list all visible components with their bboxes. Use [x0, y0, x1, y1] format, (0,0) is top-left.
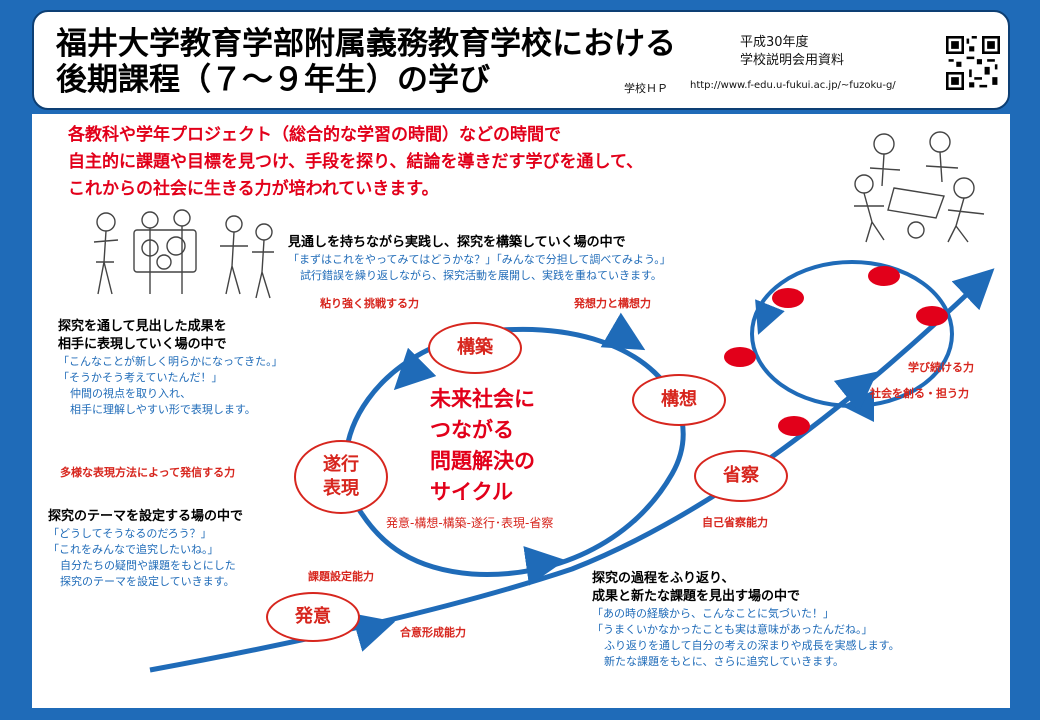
cycle-sub-text: 発意-構想-構築-遂行･表現-省察: [386, 516, 554, 530]
meta-doc: 学校説明会用資料: [740, 53, 845, 68]
node-seisatsu-label: 省察: [723, 465, 759, 486]
page-title: 福井大学教育学部附属義務教育学校における 後期課程（７～９年生）の学び: [56, 26, 676, 98]
block-theme-body-2: 探究のテーマを設定していきます。: [60, 575, 235, 588]
block-hyougen-quote-1: 「こんなことが新しく明らかになってきた。」: [58, 355, 283, 368]
ability-kadai: 課題設定能力: [308, 570, 374, 583]
block-seisatsu-body-1: ふり返りを通して自分の考えの深まりや成長を実感します。: [604, 639, 900, 652]
lead-line-2: 自主的に課題や目標を見つけ、手段を探り、結論を導きだす学びを通して、: [68, 152, 644, 172]
small-loop-dot: [724, 347, 756, 367]
block-theme: 探究のテーマを設定する場の中で 「どうしてそうなるのだろう？」 「これをみんなで…: [48, 508, 243, 590]
block-seisatsu: 探究の過程をふり返り、 成果と新たな課題を見出す場の中で 「あの時の経験から、こ…: [592, 570, 900, 670]
lead-line-3: これからの社会に生きる力が培われていきます。: [68, 179, 439, 199]
block-kouchiku-heading: 見通しを持ちながら実践し、探究を構築していく場の中で: [288, 235, 626, 250]
main-panel: 各教科や学年プロジェクト（総合的な学習の時間）などの時間で 自主的に課題や目標を…: [32, 114, 1010, 708]
node-suikou-hyougen: 遂行 表現: [294, 440, 388, 514]
cycle-diagram: [149, 260, 995, 673]
block-seisatsu-quote-1: 「あの時の経験から、こんなことに気づいた！」: [592, 607, 834, 620]
center-line-1: 未来社会に: [430, 387, 535, 411]
title-line-1: 福井大学教育学部附属義務教育学校における: [56, 26, 676, 62]
title-line-2: 後期課程（７～９年生）の学び: [56, 62, 490, 98]
node-suikou-label: 遂行: [323, 454, 359, 475]
students-presenting-illustration: [93, 209, 274, 299]
lead-line-1: 各教科や学年プロジェクト（総合的な学習の時間）などの時間で: [68, 125, 561, 145]
node-kouchiku-label: 構築: [457, 337, 493, 358]
ability-nebari: 粘り強く挑戦する力: [320, 297, 419, 310]
qr-code-icon[interactable]: [946, 36, 1000, 90]
center-line-4: サイクル: [430, 480, 513, 504]
node-hyougen-label: 表現: [323, 478, 359, 499]
students-discussing-illustration: [854, 131, 985, 243]
ability-tayou: 多様な表現方法によって発信する力: [60, 466, 236, 479]
ability-manabi: 学び続ける力: [908, 361, 974, 374]
block-hyougen-quote-2: 「そうかそう考えていたんだ！」: [58, 371, 223, 384]
block-seisatsu-quote-2: 「うまくいかなかったことも実は意味があったんだね。」: [592, 623, 873, 636]
block-kouchiku-body: 試行錯誤を繰り返しながら、探究活動を展開し、実践を重ねていきます。: [300, 269, 662, 282]
block-hyougen-body-2: 相手に理解しやすい形で表現します。: [70, 403, 256, 416]
node-kousou: 構想: [632, 374, 726, 426]
block-seisatsu-heading-1: 探究の過程をふり返り、: [592, 571, 735, 586]
ability-shakai: 社会を創る・担う力: [870, 387, 969, 400]
block-seisatsu-body-2: 新たな課題をもとに、さらに追究していきます。: [604, 655, 845, 668]
large-cycle-loop: [343, 326, 686, 577]
small-loop-dot: [772, 288, 804, 308]
block-hyougen-heading-1: 探究を通して見出した成果を: [58, 319, 227, 334]
block-theme-quote-2: 「これをみんなで追究したいね。」: [48, 543, 219, 556]
block-hyougen: 探究を通して見出した成果を 相手に表現していく場の中で 「こんなことが新しく明ら…: [58, 318, 283, 418]
block-hyougen-body-1: 仲間の視点を取り入れ、: [70, 387, 192, 400]
block-theme-heading: 探究のテーマを設定する場の中で: [48, 509, 244, 524]
block-theme-quote-1: 「どうしてそうなるのだろう？」: [48, 527, 212, 540]
small-loop-dot: [916, 306, 948, 326]
header-panel: 福井大学教育学部附属義務教育学校における 後期課程（７～９年生）の学び 平成30…: [32, 10, 1010, 110]
meta-year: 平成30年度: [740, 35, 809, 50]
node-hatsui-label: 発意: [295, 606, 331, 627]
node-kousou-label: 構想: [661, 389, 697, 410]
block-seisatsu-heading-2: 成果と新たな課題を見出す場の中で: [592, 589, 801, 604]
small-loop-dot: [868, 266, 900, 286]
hp-url[interactable]: http://www.f-edu.u-fukui.ac.jp/~fuzoku-g…: [690, 80, 896, 91]
hp-label: 学校ＨＰ: [624, 82, 668, 95]
lead-text: 各教科や学年プロジェクト（総合的な学習の時間）などの時間で 自主的に課題や目標を…: [68, 122, 643, 203]
ability-jiko: 自己省察能力: [702, 516, 768, 529]
center-line-3: 問題解決の: [430, 449, 535, 473]
cycle-center-text: 未来社会に つながる 問題解決の サイクル: [430, 384, 535, 508]
small-loop-dot: [778, 416, 810, 436]
block-theme-body-1: 自分たちの疑問や課題をもとにした: [60, 559, 236, 572]
node-hatsui: 発意: [266, 592, 360, 642]
block-kouchiku-quote: 「まずはこれをやってみてはどうかな？」「みんなで分担して調べてみよう。」: [288, 253, 671, 266]
meta-info: 平成30年度 学校説明会用資料: [740, 34, 844, 70]
block-hyougen-heading-2: 相手に表現していく場の中で: [58, 337, 227, 352]
ability-goui: 合意形成能力: [400, 626, 466, 639]
node-kouchiku: 構築: [428, 322, 522, 374]
center-line-2: つながる: [430, 418, 514, 442]
ability-hassou: 発想力と構想力: [574, 297, 651, 310]
block-kouchiku: 見通しを持ちながら実践し、探究を構築していく場の中で 「まずはこれをやってみては…: [288, 234, 671, 284]
node-seisatsu: 省察: [694, 450, 788, 502]
